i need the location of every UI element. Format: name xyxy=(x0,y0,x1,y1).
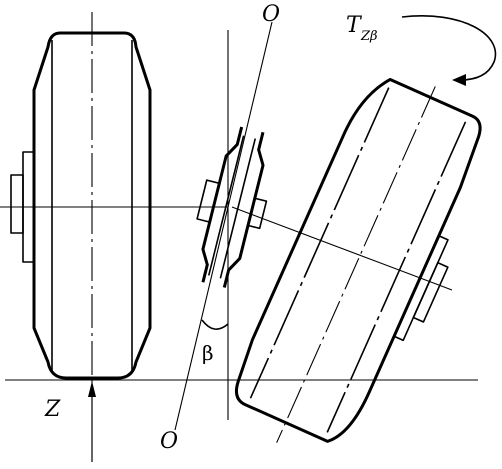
knuckle-left-flange xyxy=(196,179,221,223)
knuckle-right-flange xyxy=(247,197,268,230)
tilted-hub-axis-line xyxy=(231,206,453,291)
axis-top-label: O xyxy=(262,2,280,27)
right-hub-cap xyxy=(412,261,449,323)
force-z-arrow xyxy=(88,381,96,462)
kingpin-axis-line xyxy=(174,21,273,431)
torque-symbol-label: T xyxy=(346,13,363,38)
beta-label: β xyxy=(202,341,214,365)
force-label: Z xyxy=(44,397,61,422)
right-wheel-centerline xyxy=(276,86,436,443)
right-wheel xyxy=(235,77,482,443)
left-wheel xyxy=(10,12,152,384)
right-hub-flange xyxy=(393,234,449,342)
torque-arrow xyxy=(401,15,497,86)
knuckle-assembly xyxy=(196,126,268,288)
beta-angle-arc xyxy=(201,319,229,330)
torque-subscript-label: Zβ xyxy=(360,29,378,44)
axis-bottom-label: O xyxy=(160,429,178,454)
left-hub-cap xyxy=(10,174,24,234)
